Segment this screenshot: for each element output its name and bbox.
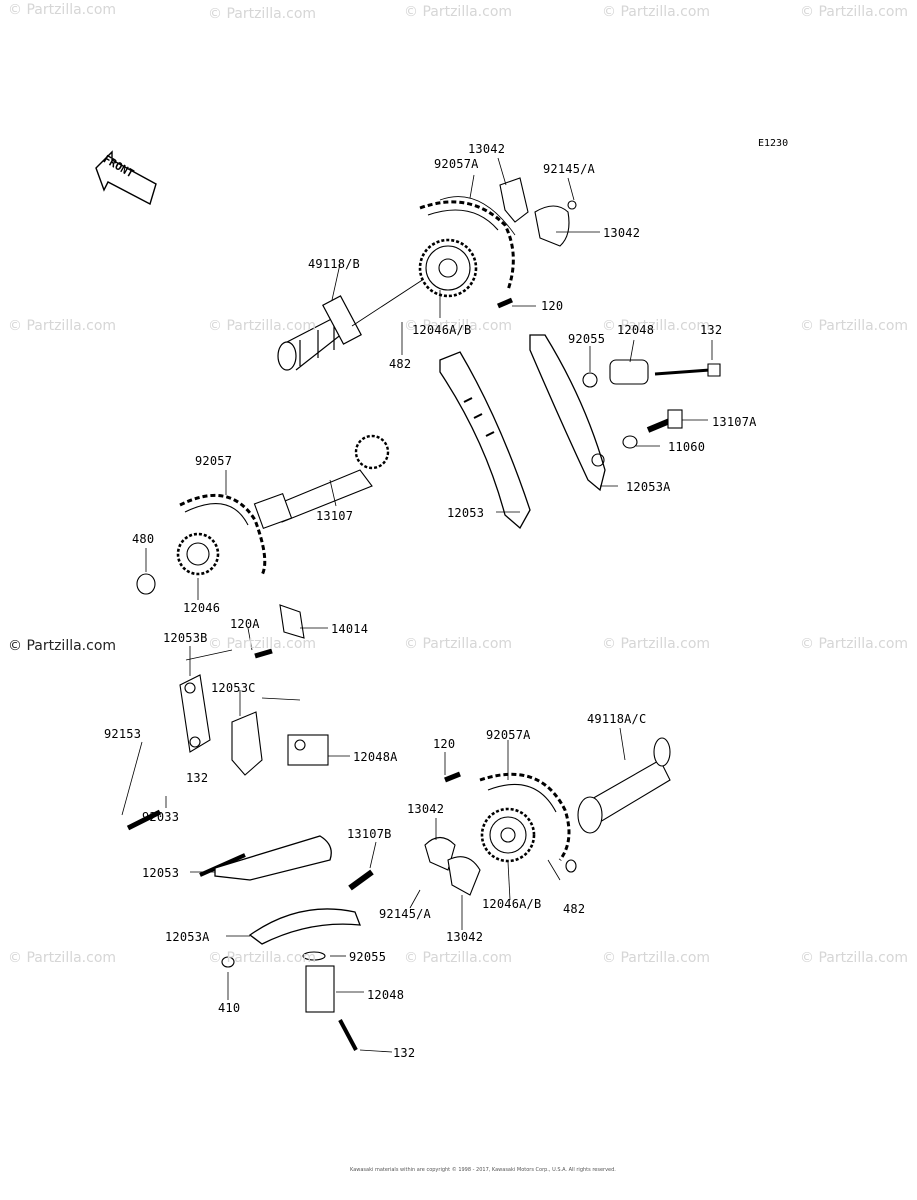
part-label[interactable]: 12046A/B: [482, 897, 542, 911]
reference-code: E1230: [758, 138, 789, 149]
watermark: © Partzilla.com: [800, 318, 909, 334]
part-label[interactable]: 92057: [195, 454, 233, 468]
part-label[interactable]: 12053C: [211, 681, 256, 695]
bolt-120-upper: [497, 297, 513, 309]
watermark: © Partzilla.com: [8, 638, 117, 654]
part-label[interactable]: 482: [563, 902, 586, 916]
part-label[interactable]: 120: [433, 737, 456, 751]
part-label[interactable]: 92057A: [434, 157, 479, 171]
watermark: © Partzilla.com: [8, 2, 117, 18]
part-label[interactable]: 92057A: [486, 728, 531, 742]
oring-92055-lower: [302, 951, 326, 961]
part-label[interactable]: 12048: [367, 988, 405, 1002]
watermark: © Partzilla.com: [800, 4, 909, 20]
part-label[interactable]: 49118/B: [308, 257, 360, 271]
part-label[interactable]: 12053A: [165, 930, 210, 944]
ring-482-lower: [565, 859, 577, 873]
part-label[interactable]: 12048A: [353, 750, 398, 764]
watermark: © Partzilla.com: [602, 950, 711, 966]
part-label[interactable]: 13107: [316, 509, 354, 523]
watermark: © Partzilla.com: [800, 950, 909, 966]
sprocket-upper: [418, 238, 478, 298]
part-label[interactable]: 13107B: [347, 827, 392, 841]
tensioner-12048a: [287, 734, 329, 766]
part-label[interactable]: 12048: [617, 323, 655, 337]
part-label[interactable]: 92153: [104, 727, 142, 741]
watermark: © Partzilla.com: [602, 636, 711, 652]
part-label[interactable]: 92033: [142, 810, 180, 824]
watermark: © Partzilla.com: [8, 950, 117, 966]
part-label[interactable]: 132: [186, 771, 209, 785]
watermark: © Partzilla.com: [208, 950, 317, 966]
watermark: © Partzilla.com: [8, 318, 117, 334]
watermark: © Partzilla.com: [602, 318, 711, 334]
circlip-480: [136, 573, 156, 595]
bolt-13107a: [622, 409, 683, 449]
crank-shaft: [253, 434, 390, 530]
watermark: © Partzilla.com: [404, 4, 513, 20]
bolt-120-lower: [444, 771, 461, 783]
watermark: © Partzilla.com: [208, 318, 317, 334]
part-label[interactable]: 13042: [407, 802, 445, 816]
part-label[interactable]: 132: [393, 1046, 416, 1060]
plate-14014: [254, 604, 305, 659]
guide-12053c: [231, 711, 263, 776]
guide-12053-lower: [214, 835, 332, 881]
part-label[interactable]: 92145/A: [543, 162, 595, 176]
part-label[interactable]: 13042: [446, 930, 484, 944]
watermark: © Partzilla.com: [800, 636, 909, 652]
watermark: © Partzilla.com: [404, 950, 513, 966]
part-label[interactable]: 13042: [603, 226, 641, 240]
sprocket-12046: [176, 532, 220, 576]
part-label[interactable]: 92055: [349, 950, 387, 964]
part-label[interactable]: 49118A/C: [587, 712, 647, 726]
chain-lower-left: [179, 493, 267, 576]
part-label[interactable]: 13107A: [712, 415, 757, 429]
watermark: © Partzilla.com: [404, 318, 513, 334]
watermark: © Partzilla.com: [208, 6, 317, 22]
chain-lower-right: [479, 772, 571, 861]
tensioner-12048-lower: [305, 965, 358, 1051]
chain-guide-upper: [439, 351, 531, 530]
part-label[interactable]: 12053: [142, 866, 180, 880]
front-arrow-icon: [95, 150, 157, 206]
part-label[interactable]: 482: [389, 357, 412, 371]
watermark: © Partzilla.com: [208, 636, 317, 652]
part-label[interactable]: 132: [700, 323, 723, 337]
washer-410: [221, 956, 235, 968]
part-label[interactable]: 14014: [331, 622, 369, 636]
leader-lines: [121, 157, 713, 1053]
part-label[interactable]: 92145/A: [379, 907, 431, 921]
chain-upper: [419, 196, 516, 291]
camshaft-upper: [277, 274, 431, 371]
part-label[interactable]: 480: [132, 532, 155, 546]
part-label[interactable]: 92055: [568, 332, 606, 346]
copyright-notice: Kawasaki materials within are copyright …: [350, 1167, 616, 1173]
part-label[interactable]: 11060: [668, 440, 706, 454]
tensioner-upper: [582, 359, 721, 388]
guide-12053b: [179, 674, 211, 753]
part-label[interactable]: 12046: [183, 601, 221, 615]
bolt-13107b: [348, 869, 374, 891]
part-label[interactable]: 12046A/B: [412, 323, 472, 337]
part-label[interactable]: 12053A: [626, 480, 671, 494]
watermark: © Partzilla.com: [404, 636, 513, 652]
decomp-weight-upper: [499, 177, 577, 247]
guide-12053a-lower: [248, 908, 361, 945]
part-label[interactable]: 13042: [468, 142, 506, 156]
part-label[interactable]: 120A: [230, 617, 260, 631]
part-label[interactable]: 12053: [447, 506, 485, 520]
part-label[interactable]: 12053B: [163, 631, 208, 645]
part-label[interactable]: 410: [218, 1001, 241, 1015]
watermark: © Partzilla.com: [602, 4, 711, 20]
decomp-weight-lower: [424, 836, 481, 896]
part-label[interactable]: 120: [541, 299, 564, 313]
bolt-92153: [126, 809, 162, 831]
camshaft-lower: [577, 737, 671, 834]
tensioner-guide-upper: [529, 334, 606, 492]
sprocket-lower: [480, 807, 536, 863]
